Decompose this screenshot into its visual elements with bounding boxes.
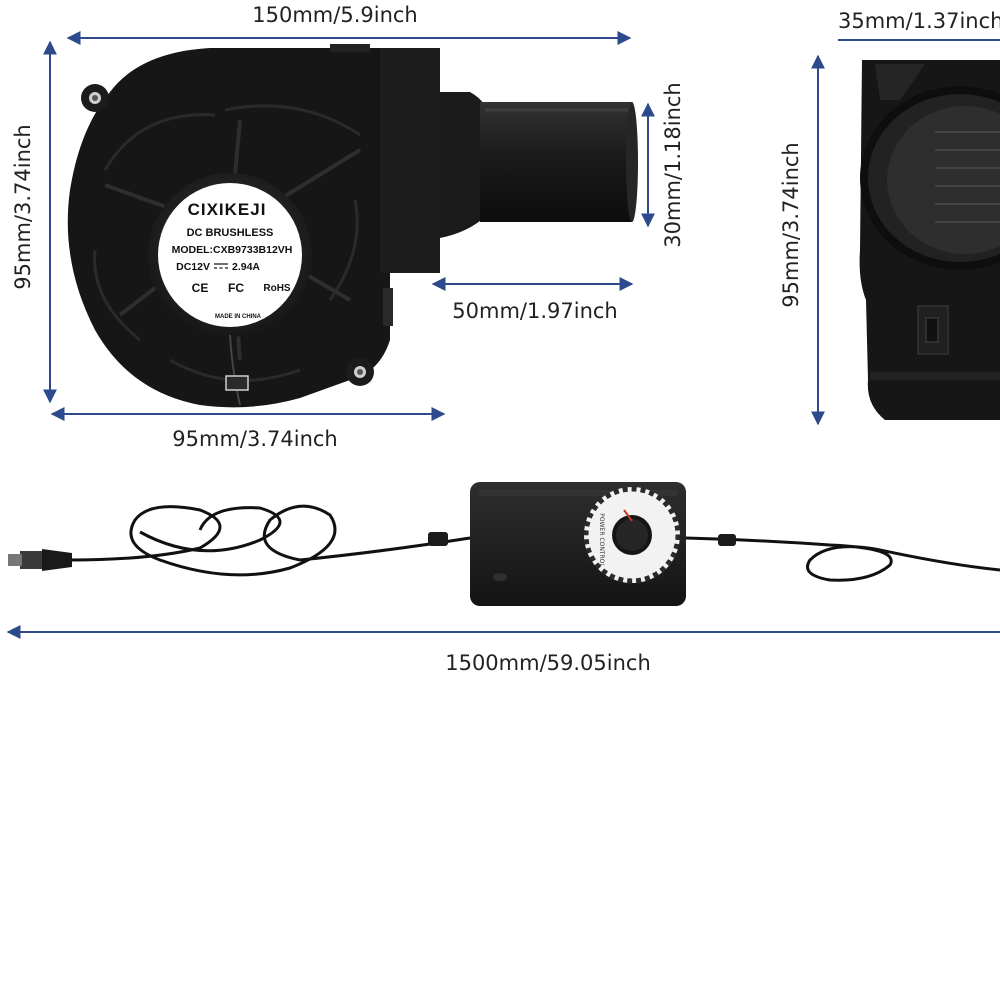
fan-label-sticker: CIXIKEJI ® DC BRUSHLESS MODEL:CXB9733B12…	[158, 183, 302, 327]
fan-voltage-text: DC12V	[176, 261, 210, 273]
speed-controller-assembly: POWER CONTROL	[8, 482, 1000, 606]
housing-width-dimension: 95mm/3.74inch	[50, 407, 446, 451]
fan-model-text: MODEL:CXB9733B12VH	[172, 244, 293, 256]
dc-plug-icon	[8, 549, 72, 571]
ce-mark: CE	[192, 281, 209, 295]
fcc-mark: FC	[228, 281, 244, 295]
blower-side-view: 95mm/3.74inch 35mm/1.37inch	[779, 9, 1000, 426]
blower-height-dimension: 95mm/3.74inch	[11, 40, 57, 404]
side-height-label: 95mm/3.74inch	[779, 142, 803, 307]
dial-knob-icon: POWER CONTROL	[583, 486, 681, 584]
fan-origin-text: MADE IN CHINA	[215, 314, 262, 320]
outlet-length-dimension: 50mm/1.97inch	[431, 277, 634, 323]
blower-width-label: 150mm/5.9inch	[252, 3, 417, 27]
rohs-mark: RoHS	[263, 283, 291, 294]
outlet-diameter-label: 30mm/1.18inch	[661, 82, 685, 247]
housing-width-label: 95mm/3.74inch	[172, 427, 337, 451]
fan-brand: CIXIKEJI	[188, 200, 267, 219]
dc-symbol-icon	[214, 263, 228, 269]
blower-width-dimension: 150mm/5.9inch	[66, 3, 632, 45]
cable-length-label: 1500mm/59.05inch	[445, 651, 651, 675]
outlet-length-label: 50mm/1.97inch	[452, 299, 617, 323]
outlet-diameter-dimension: 30mm/1.18inch	[641, 82, 685, 248]
controller-knob-label: POWER CONTROL	[598, 513, 605, 567]
blower-height-label: 95mm/3.74inch	[11, 124, 35, 289]
fan-type-text: DC BRUSHLESS	[187, 227, 274, 239]
fan-current-text: 2.94A	[232, 261, 260, 273]
cable-length-dimension: 1500mm/59.05inch	[6, 625, 1000, 675]
fan-registered-mark: ®	[291, 194, 298, 204]
blower-front-view: CIXIKEJI ® DC BRUSHLESS MODEL:CXB9733B12…	[67, 44, 638, 408]
side-width-label: 35mm/1.37inch	[838, 9, 1000, 33]
